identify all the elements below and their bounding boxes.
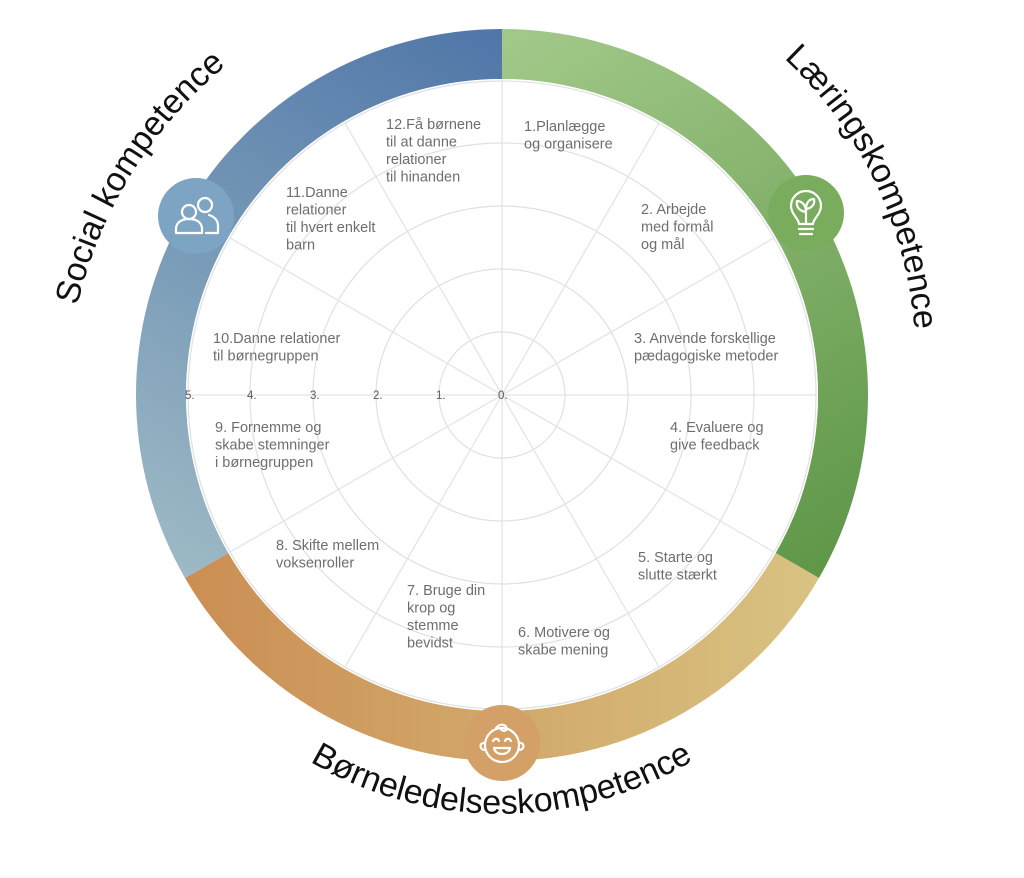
- people-icon: [158, 178, 234, 254]
- segment-label-line: relationer: [286, 203, 347, 219]
- segment-label-line: med formål: [641, 220, 714, 236]
- spoke-line: [501, 122, 660, 396]
- segment-label-8: 8. Skifte mellem voksenroller: [276, 538, 379, 572]
- plant-bulb-icon: [768, 175, 844, 251]
- segment-label-line: 4. Evaluere og: [670, 420, 764, 436]
- child-face-icon: [464, 705, 540, 781]
- scale-label-2: 2.: [373, 390, 383, 402]
- spoke-line: [501, 394, 660, 668]
- segment-label-line: barn: [286, 238, 315, 254]
- segment-label-line: 12.Få børnene: [386, 117, 481, 133]
- segment-label-line: 9. Fornemme og: [215, 420, 321, 436]
- spokes: [188, 81, 816, 709]
- segment-label-line: pædagogiske metoder: [634, 349, 778, 365]
- segment-label-5: 5. Starte og slutte stærkt: [638, 550, 717, 584]
- segment-label-line: bevidst: [407, 636, 453, 652]
- segment-label-line: og mål: [641, 237, 685, 253]
- segment-label-6: 6. Motivere og skabe mening: [518, 625, 610, 659]
- segment-label-line: 3. Anvende forskellige: [634, 331, 776, 347]
- segment-label-line: og organisere: [524, 137, 613, 153]
- spoke-line: [501, 394, 775, 553]
- segment-label-line: 10.Danne relationer: [213, 331, 341, 347]
- segment-label-line: skabe mening: [518, 643, 608, 659]
- spoke-line: [344, 394, 503, 668]
- spoke-line: [229, 394, 503, 553]
- segment-label-line: skabe stemninger: [215, 438, 330, 454]
- scale-label-3: 3.: [310, 390, 320, 402]
- segment-label-line: slutte stærkt: [638, 568, 717, 584]
- outer-ring: [136, 29, 868, 761]
- segment-label-line: til at danne: [386, 135, 457, 151]
- scale-label-1: 1.: [436, 390, 446, 402]
- ring-sector-social: [136, 29, 502, 578]
- spoke-line: [344, 122, 503, 396]
- segment-label-line: 2. Arbejde: [641, 202, 706, 218]
- segment-label-line: 5. Starte og: [638, 550, 713, 566]
- spoke-line: [229, 237, 503, 396]
- segment-label-line: til hvert enkelt: [286, 220, 375, 236]
- segment-label-line: til børnegruppen: [213, 349, 319, 365]
- segment-label-line: 1.Planlægge: [524, 119, 605, 135]
- segment-label-10: 10.Danne relationer til børnegruppen: [213, 331, 341, 365]
- spoke-line: [501, 237, 775, 396]
- segment-label-4: 4. Evaluere og give feedback: [670, 420, 764, 454]
- segment-label-line: i børnegruppen: [215, 455, 313, 471]
- segment-label-line: 6. Motivere og: [518, 625, 610, 641]
- segment-label-line: give feedback: [670, 438, 760, 454]
- segment-label-line: 8. Skifte mellem: [276, 538, 379, 554]
- segment-label-3: 3. Anvende forskellige pædagogiske metode…: [634, 331, 778, 365]
- segment-label-line: relationer: [386, 152, 447, 168]
- segment-label-line: 7. Bruge din: [407, 583, 485, 599]
- segment-label-line: voksenroller: [276, 556, 354, 572]
- scale-labels: 0. 1. 2. 3. 4. 5.: [185, 390, 508, 402]
- segment-label-line: 11.Danne: [286, 185, 348, 201]
- ring-sector-learning: [502, 29, 868, 578]
- segment-labels: 1.Planlægge og organisere 2. Arbejde med fo…: [213, 117, 778, 659]
- scale-label-0: 0.: [498, 390, 508, 402]
- segment-label-1: 1.Planlægge og organisere: [524, 119, 613, 153]
- segment-label-line: stemme: [407, 618, 459, 634]
- segment-label-line: krop og: [407, 601, 455, 617]
- scale-label-4: 4.: [247, 390, 257, 402]
- segment-label-line: til hinanden: [386, 170, 460, 186]
- ring-sector-child-leadership: [185, 553, 819, 761]
- scale-label-5: 5.: [185, 390, 195, 402]
